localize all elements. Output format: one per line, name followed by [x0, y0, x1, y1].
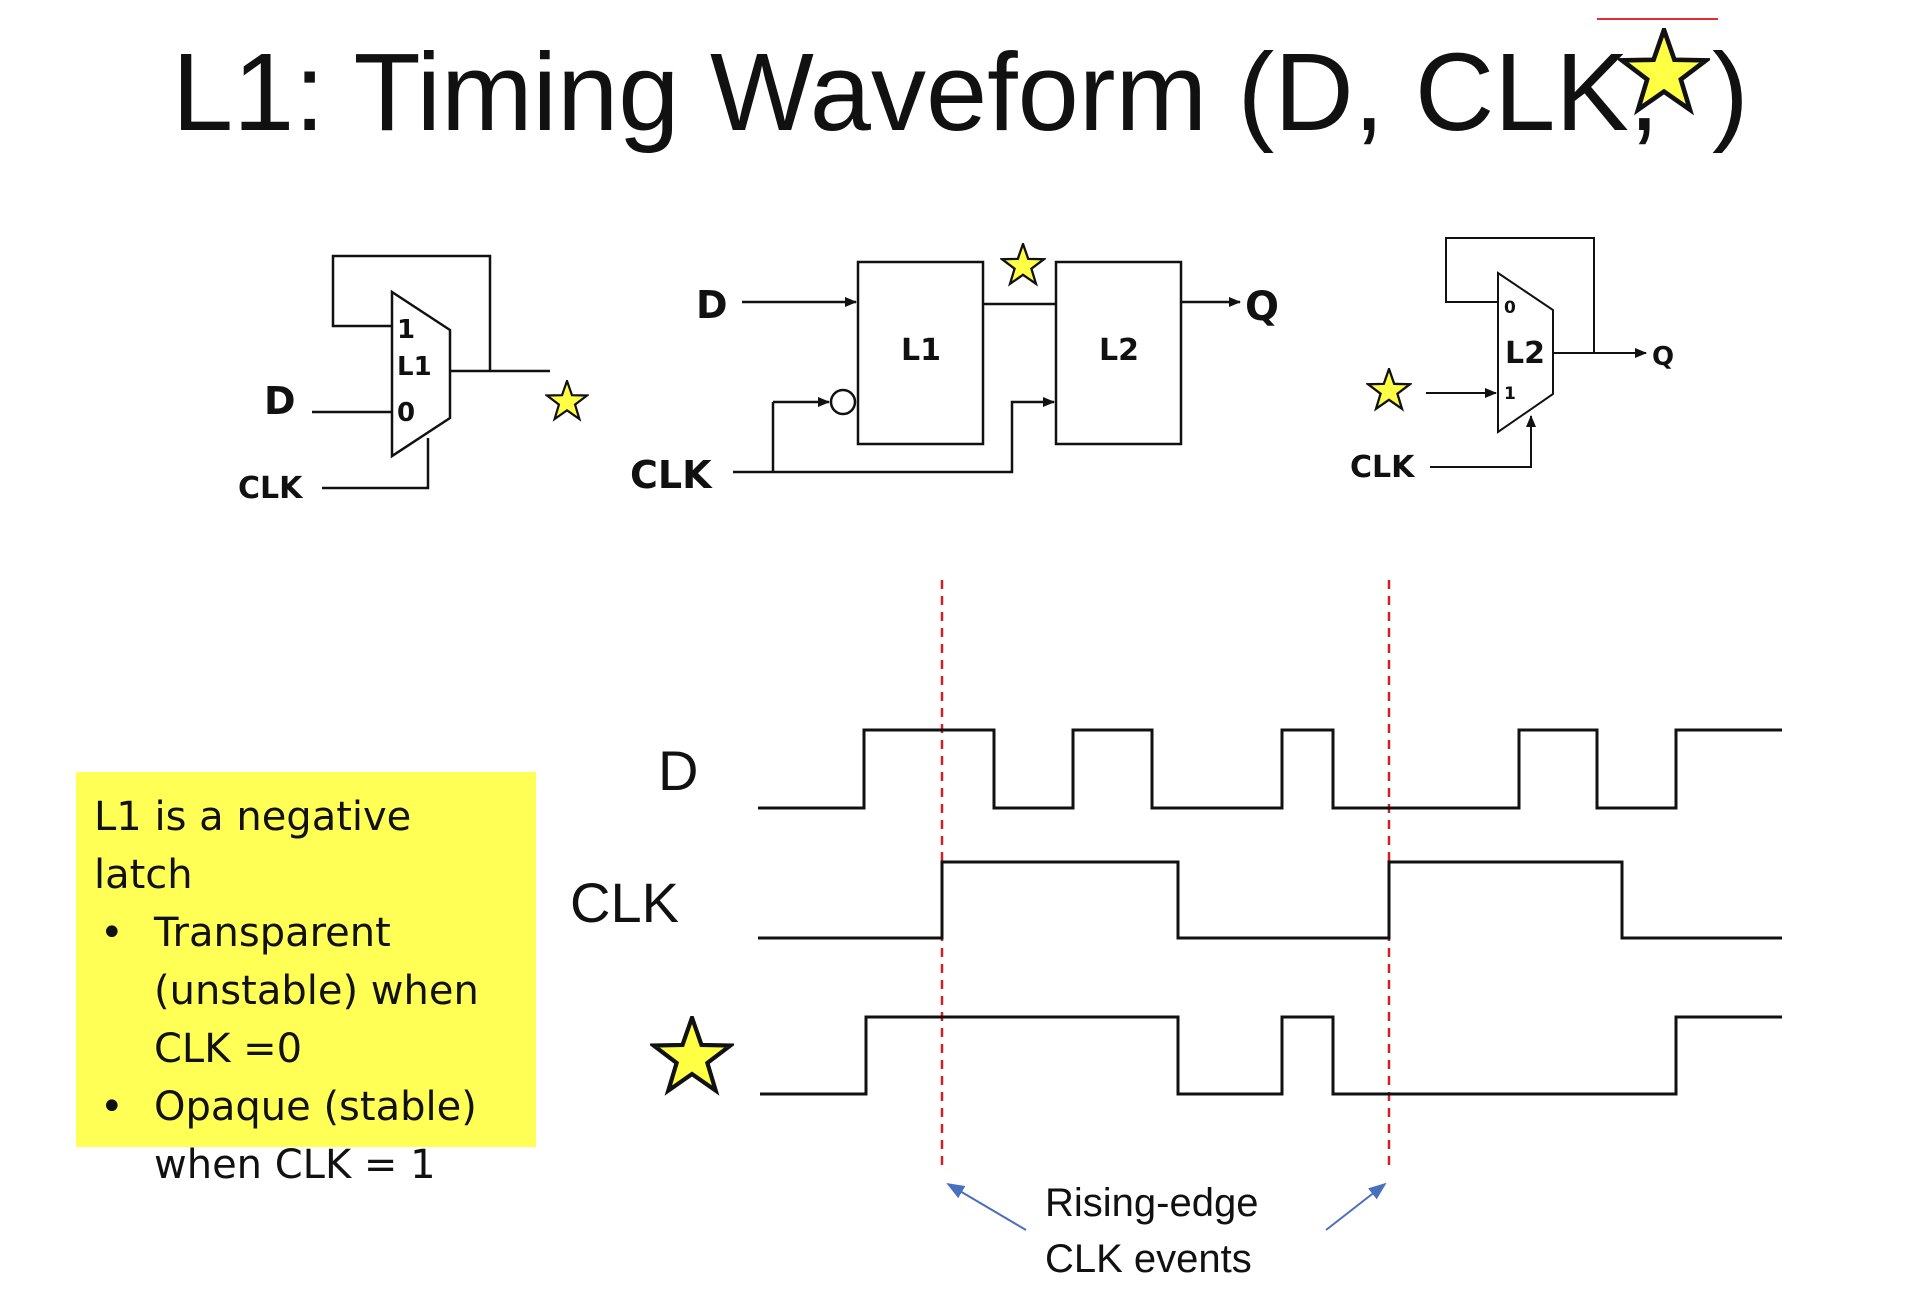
star-icon [545, 380, 589, 421]
rising-edge-markers [940, 580, 1391, 1170]
callout-heading: L1 is a negative latch [94, 794, 412, 898]
latch-l1-label: L1 [901, 333, 941, 368]
clk-label: CLK [238, 471, 304, 506]
annotation-arrows [946, 1182, 1387, 1231]
mux-input-1-label: 1 [1504, 384, 1516, 404]
d-waveform-label: D [658, 739, 698, 802]
clk-wire [733, 397, 1055, 474]
title-close-paren: ) [1712, 31, 1749, 154]
annotation-line-2: CLK events [1045, 1237, 1252, 1281]
circuit-left [312, 254, 550, 490]
callout-bullet: • Opaque (stable) when CLK = 1 [94, 1078, 518, 1194]
clk-inverter-bubble [829, 388, 857, 416]
bullet-dot: • [100, 910, 124, 956]
mux-input-0-label: 0 [1504, 298, 1516, 318]
d-label: D [696, 283, 728, 327]
callout-bullet-text: Transparent (unstable) when CLK =0 [154, 910, 479, 1072]
q-label: Q [1652, 342, 1674, 372]
negative-latch-callout: L1 is a negative latch • Transparent (un… [76, 772, 536, 1188]
star-icon [654, 1018, 731, 1091]
mux-l1-body [390, 289, 452, 459]
q-label: Q [1245, 284, 1279, 330]
star-icon [1366, 368, 1412, 410]
clk-label: CLK [630, 453, 713, 497]
latch-l1-box [856, 260, 985, 446]
circuit-middle [733, 260, 1241, 474]
clk-waveform-label: CLK [570, 871, 679, 934]
star-icon [1000, 243, 1046, 285]
bullet-dot: • [100, 1084, 124, 1130]
feedback-wire [331, 254, 492, 371]
annotation-arrow-left [946, 1182, 1027, 1231]
mux-label: L1 [397, 352, 432, 382]
mux-l2-body [1497, 271, 1554, 434]
latch-l2-label: L2 [1099, 333, 1139, 368]
mux-label: L2 [1505, 336, 1545, 371]
clk-waveform [758, 860, 1782, 940]
star-waveform [760, 1015, 1782, 1096]
latch-l2-box [1054, 260, 1183, 446]
feedback-wire [1445, 237, 1595, 353]
page-title: L1: Timing Waveform (D, CLK, [172, 31, 1659, 154]
callout-bullet-text: Opaque (stable) when CLK = 1 [154, 1084, 477, 1188]
d-waveform [758, 728, 1782, 810]
circuit-right [1426, 237, 1647, 468]
callout-bullet: • Transparent (unstable) when CLK =0 [94, 904, 518, 1078]
clk-wire [322, 438, 430, 490]
clk-wire [1430, 415, 1536, 468]
mux-input-1-label: 1 [397, 315, 415, 345]
annotation-line-1: Rising-edge [1045, 1181, 1258, 1225]
mux-input-0-label: 0 [397, 398, 415, 428]
d-label: D [264, 379, 296, 423]
clk-label: CLK [1350, 450, 1416, 485]
annotation-arrow-right [1325, 1182, 1387, 1231]
